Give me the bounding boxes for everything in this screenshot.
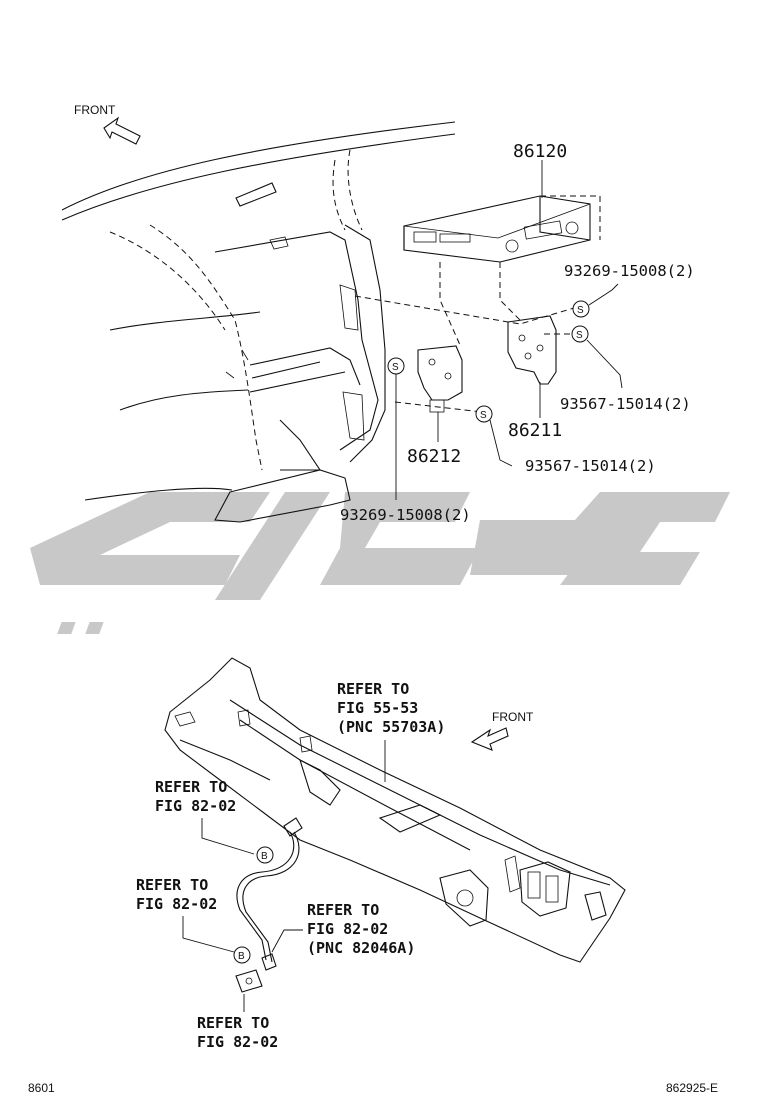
ref-82-02-a-line2: FIG 82-02: [155, 797, 236, 815]
part-number-93567-right: 93567-15014(2): [560, 395, 691, 413]
svg-text:S: S: [392, 362, 399, 373]
ref-55-53-line2: FIG 55-53: [337, 699, 418, 717]
bracket-86211: 86211: [507, 315, 562, 441]
ref-fig-82-02-pnc: REFER TO FIG 82-02 (PNC 82046A): [271, 901, 415, 957]
part-number-86212: 86212: [407, 446, 461, 467]
bracket-86212: 86212: [407, 345, 463, 467]
svg-text:B: B: [261, 851, 268, 862]
ref-fig-82-02-b: REFER TO FIG 82-02 B: [136, 876, 251, 964]
part-number-93567-mid: 93567-15014(2): [525, 457, 656, 475]
wire-harness: [235, 817, 303, 993]
dash-panel-drawing: [164, 657, 626, 963]
screw-93269-bottom: S 93269-15008(2): [340, 357, 471, 524]
ref-82-02-pnc-line3: (PNC 82046A): [307, 939, 415, 957]
front-label-top: FRONT: [74, 103, 116, 117]
ref-82-02-a-line1: REFER TO: [155, 778, 227, 796]
radio-86120: 86120: [403, 141, 601, 346]
svg-text:S: S: [576, 330, 583, 341]
ref-82-02-pnc-line2: FIG 82-02: [307, 920, 388, 938]
ref-55-53-line1: REFER TO: [337, 680, 409, 698]
svg-text:S: S: [577, 305, 584, 316]
screw-93567-mid: S 93567-15014(2): [475, 405, 656, 475]
ref-fig-55-53: REFER TO FIG 55-53 (PNC 55703A): [337, 680, 445, 782]
front-label-bottom: FRONT: [492, 710, 534, 724]
part-number-93269-bottom: 93269-15008(2): [340, 506, 471, 524]
front-arrow-top: FRONT: [74, 103, 141, 145]
svg-text:B: B: [238, 951, 245, 962]
ref-fig-82-02-a: REFER TO FIG 82-02 B: [155, 778, 274, 864]
svg-text:S: S: [480, 410, 487, 421]
part-number-93269-top: 93269-15008(2): [564, 262, 695, 280]
footer-left-code: 8601: [28, 1081, 55, 1095]
ref-82-02-b-line2: FIG 82-02: [136, 895, 217, 913]
part-number-86120: 86120: [513, 141, 567, 162]
footer-right-code: 862925-E: [666, 1081, 718, 1095]
ref-82-02-c-line1: REFER TO: [197, 1014, 269, 1032]
watermark-logo: [30, 492, 730, 634]
screw-symbol: [572, 300, 590, 318]
screw-93567-right: S 93567-15014(2): [560, 325, 691, 413]
screw-93269-top: S 93269-15008(2): [564, 262, 695, 318]
part-number-86211: 86211: [508, 420, 562, 441]
ref-82-02-pnc-line1: REFER TO: [307, 901, 379, 919]
mounting-lines: [354, 295, 578, 413]
front-arrow-bottom: FRONT: [470, 710, 534, 751]
ref-55-53-line3: (PNC 55703A): [337, 718, 445, 736]
dashboard-drawing: [61, 121, 456, 523]
ref-82-02-c-line2: FIG 82-02: [197, 1033, 278, 1051]
ref-fig-82-02-c: REFER TO FIG 82-02: [197, 994, 278, 1051]
ref-82-02-b-line1: REFER TO: [136, 876, 208, 894]
